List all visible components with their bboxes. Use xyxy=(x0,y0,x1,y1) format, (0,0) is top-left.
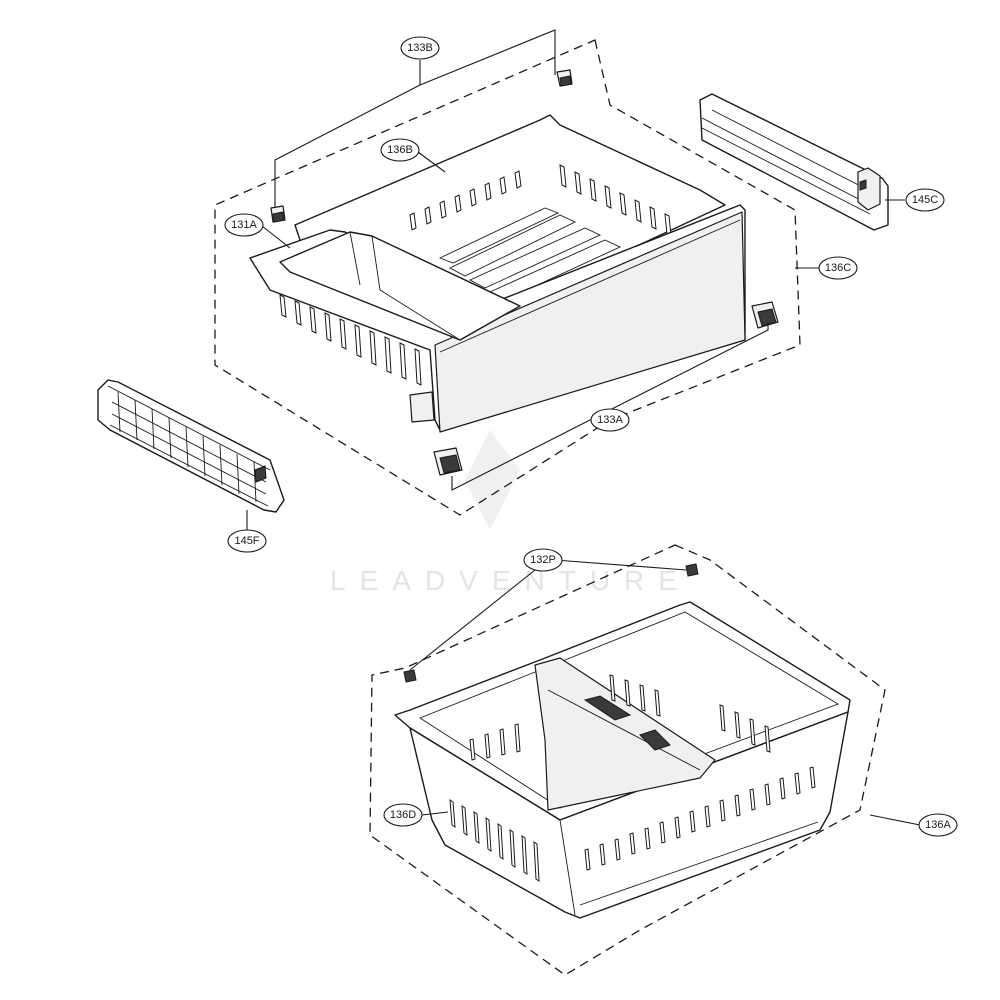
lower-group-outline xyxy=(369,544,886,976)
callout-136C-label: 136C xyxy=(825,262,851,274)
callout-133A: 133A xyxy=(590,408,630,432)
rail-145f-grid xyxy=(111,391,267,503)
rail-145c xyxy=(699,93,889,231)
callout-133B: 133B xyxy=(400,36,440,60)
lower-basket xyxy=(394,601,851,919)
callout-133B-label: 133B xyxy=(407,42,433,54)
watermark-text: LEADVENTURE xyxy=(330,565,691,596)
callout-136B: 136B xyxy=(380,138,420,162)
drawer-side-slots xyxy=(279,294,422,386)
callout-145C: 145C xyxy=(905,188,945,212)
basket-floor-ribs xyxy=(438,207,622,301)
leader-136B xyxy=(417,151,446,173)
leader-133A xyxy=(451,322,769,491)
basket-front-slots xyxy=(584,766,816,871)
stopper-133a-right xyxy=(751,301,779,329)
callout-145F: 145F xyxy=(227,529,267,553)
stopper-133a-front xyxy=(433,447,463,476)
basket-divider xyxy=(534,657,716,811)
callout-131A-label: 131A xyxy=(231,219,257,231)
basket-136b-slots xyxy=(409,164,672,237)
leader-136D xyxy=(421,811,449,816)
upper-drawer xyxy=(249,114,746,433)
drawer-front-panel xyxy=(434,211,746,433)
callout-145F-label: 145F xyxy=(234,535,259,547)
callout-133A-label: 133A xyxy=(597,414,623,426)
watermark: LEADVENTURE xyxy=(330,430,691,596)
leader-133B xyxy=(274,29,556,210)
callout-136B-label: 136B xyxy=(387,144,413,156)
callout-136C: 136C xyxy=(818,256,858,280)
basket-inner-slots xyxy=(469,674,771,761)
callout-136D: 136D xyxy=(383,803,423,827)
callout-145C-label: 145C xyxy=(912,194,938,206)
callout-136A: 136A xyxy=(918,813,958,837)
callout-136D-label: 136D xyxy=(390,809,416,821)
callout-136A-label: 136A xyxy=(925,819,951,831)
callout-132P: 132P xyxy=(523,548,563,572)
leader-132P xyxy=(409,559,687,671)
stopper-133b-left xyxy=(270,205,286,223)
stopper-132p-left xyxy=(403,669,417,683)
rail-145f xyxy=(97,379,285,513)
stopper-133b-rear xyxy=(556,69,573,87)
leader-136A xyxy=(869,814,921,826)
leader-131A xyxy=(261,225,291,249)
basket-side-slots xyxy=(449,799,540,882)
callout-132P-label: 132P xyxy=(530,554,556,566)
callout-131A: 131A xyxy=(224,213,264,237)
stopper-132p-right xyxy=(685,563,699,577)
